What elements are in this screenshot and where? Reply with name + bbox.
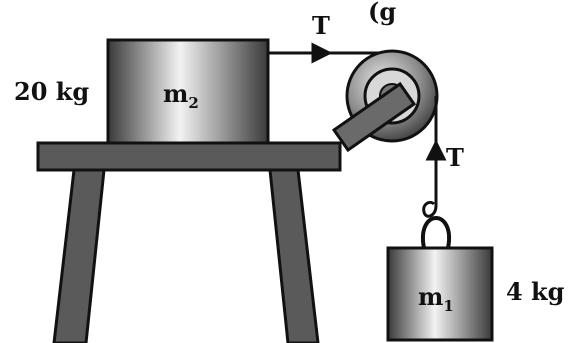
block-m1-name: m1 <box>418 282 454 315</box>
block-m2: m2 <box>106 38 270 145</box>
pulley <box>331 49 439 153</box>
table-leg-right <box>268 168 320 343</box>
block-m1-mass-label: 4 kg <box>506 277 565 306</box>
table-leg-left <box>52 168 106 343</box>
hanger-loop <box>421 215 451 249</box>
hook <box>422 200 438 218</box>
block-m2-mass-label: 20 kg <box>14 77 89 106</box>
tension-label-top: T <box>312 11 330 40</box>
cropped-top-text: (g <box>368 0 396 26</box>
table-top <box>36 141 342 172</box>
pulley-clamp <box>331 81 417 153</box>
block-m2-name: m2 <box>163 79 199 112</box>
table <box>36 141 342 343</box>
tension-label-right: T <box>446 143 464 172</box>
block-m1: m1 <box>386 246 494 342</box>
